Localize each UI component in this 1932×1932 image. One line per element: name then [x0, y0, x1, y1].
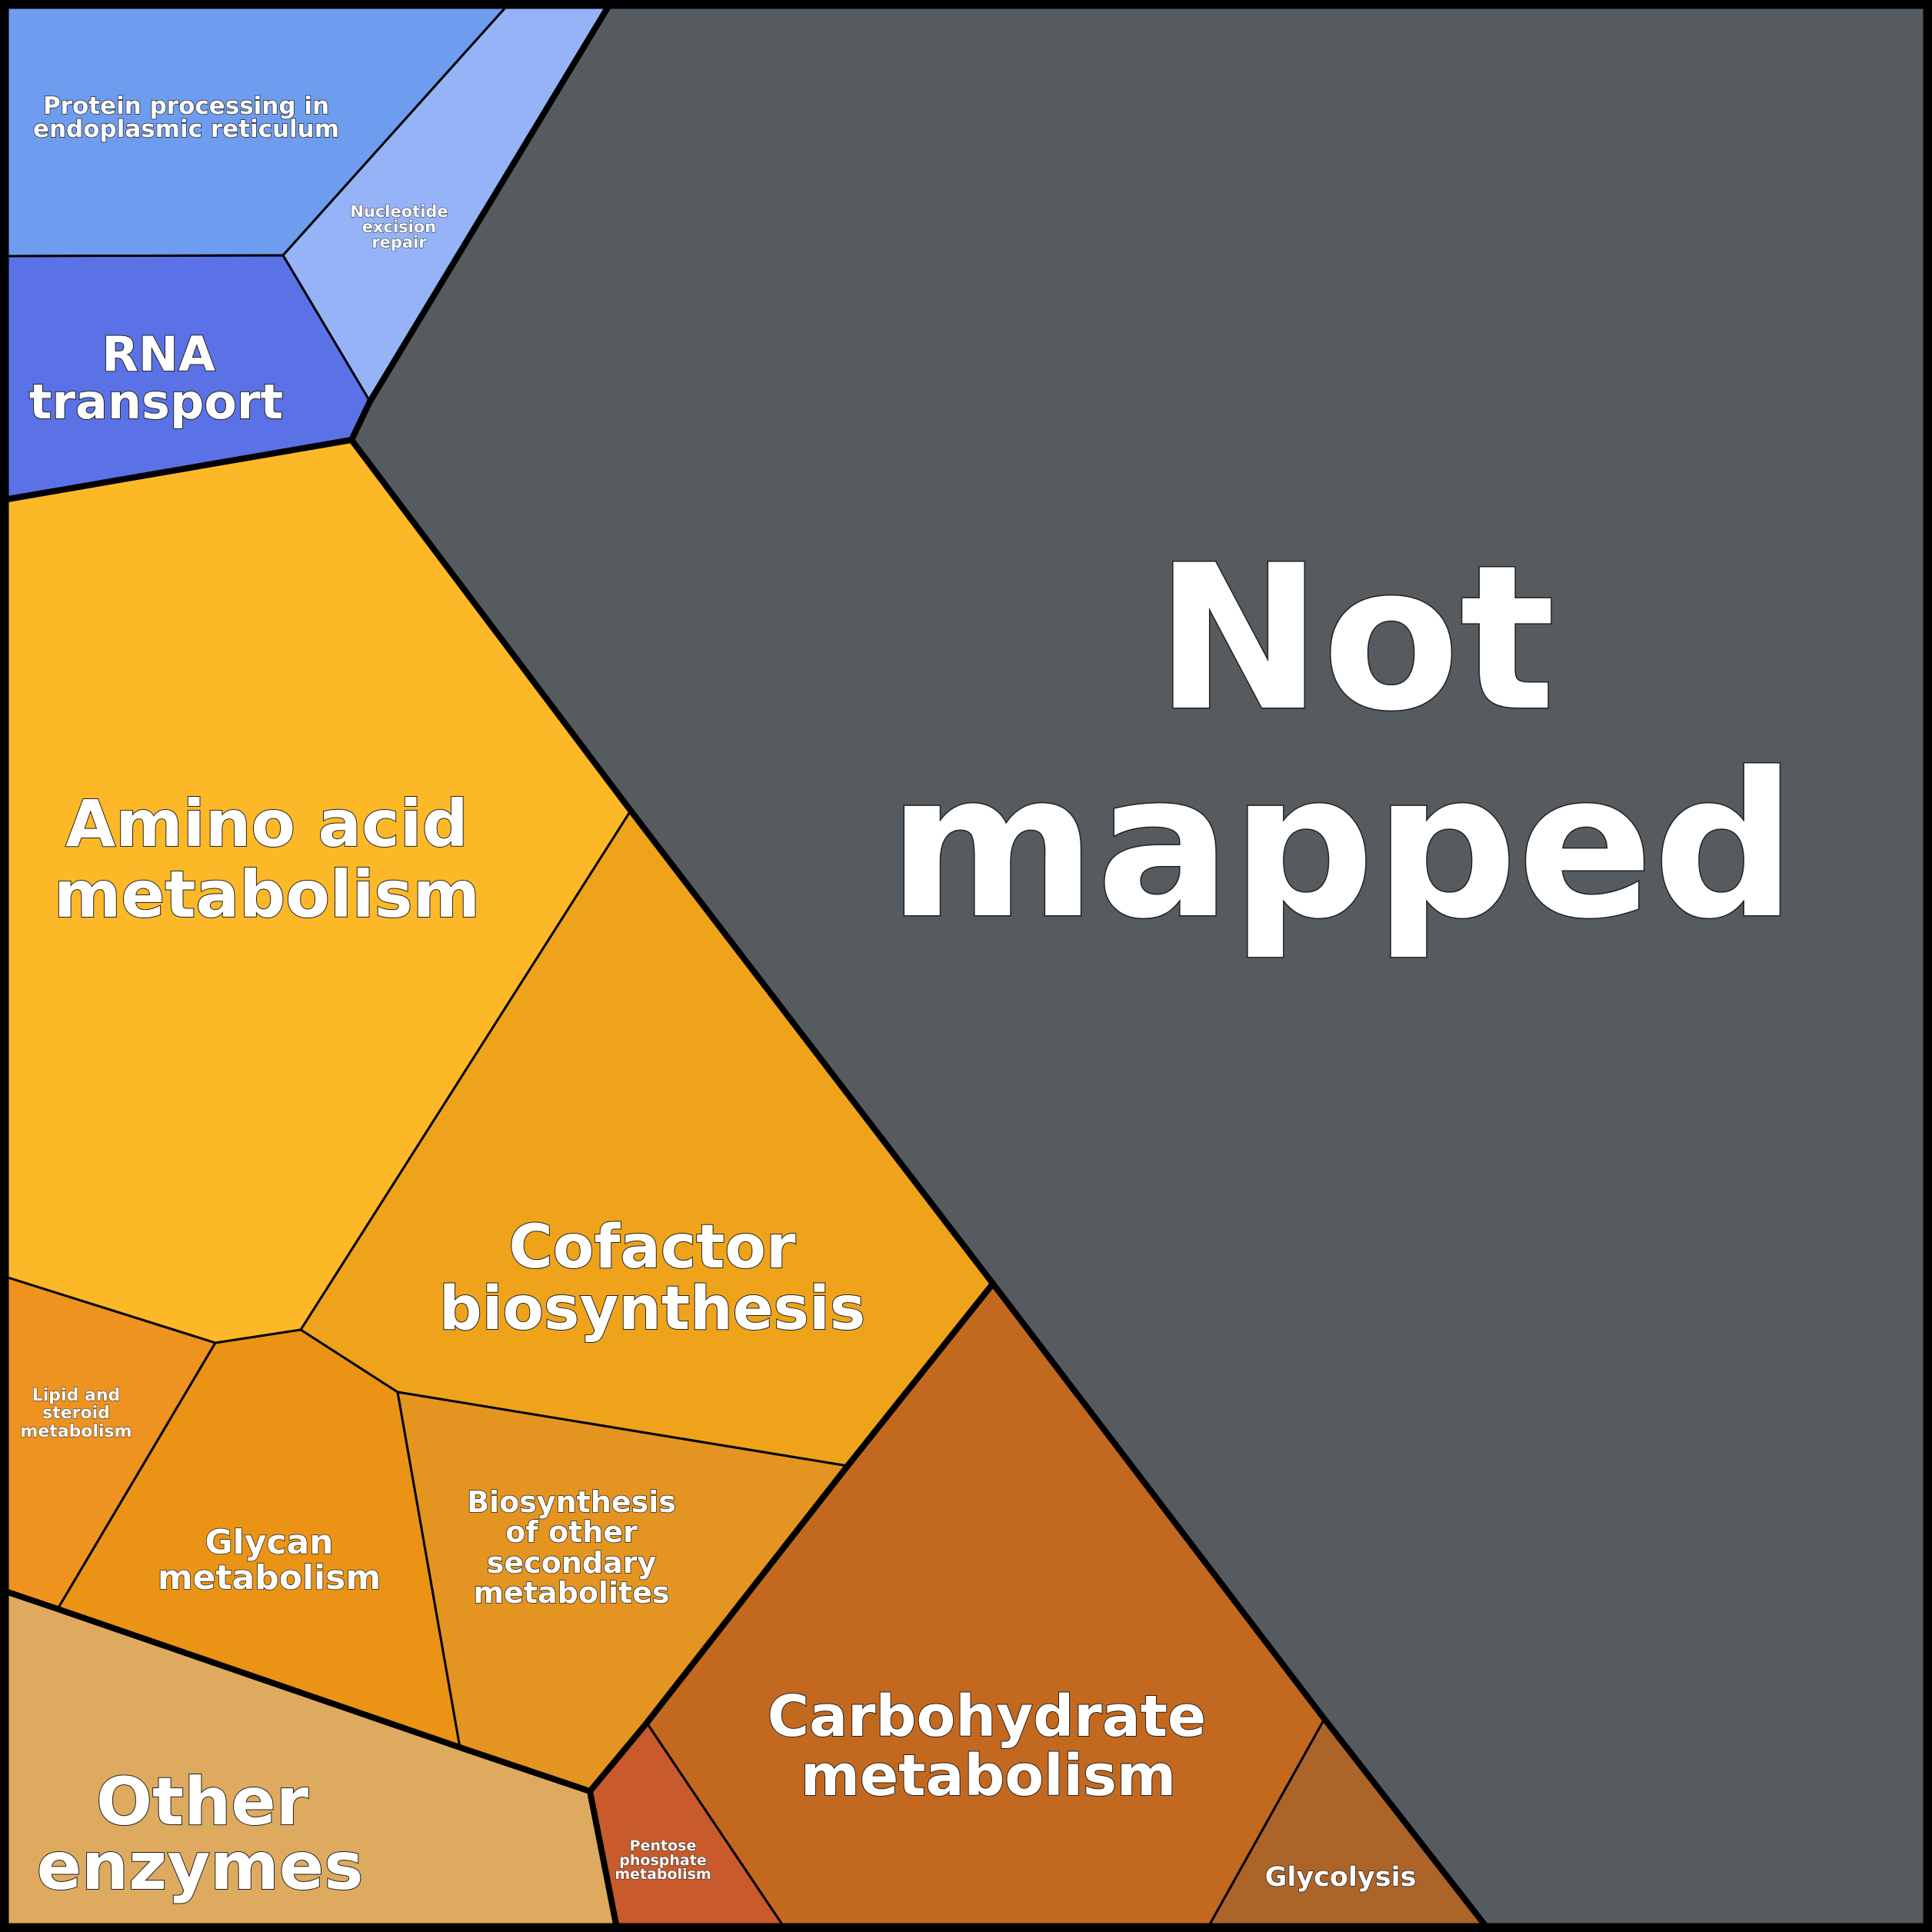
- label-line: Amino acid: [65, 786, 468, 861]
- label-line: transport: [29, 374, 283, 430]
- label-line: metabolism: [801, 1743, 1176, 1809]
- label-biosynthesis-secondary: Biosynthesis of other secondary metaboli…: [466, 1484, 676, 1611]
- label-nucleotide-excision-repair: Nucleotide excision repair: [350, 202, 448, 252]
- label-line: Glycolysis: [1265, 1862, 1417, 1893]
- label-line: Not: [1155, 523, 1556, 755]
- label-line: repair: [371, 233, 427, 251]
- label-line: Pentose: [630, 1837, 697, 1854]
- label-not-mapped: Not mapped: [887, 522, 1797, 964]
- label-line: of other: [505, 1515, 638, 1549]
- label-lipid-steroid-metabolism: Lipid and steroid metabolism: [20, 1386, 132, 1442]
- label-pentose-phosphate: Pentose phosphate metabolism: [615, 1837, 711, 1884]
- label-protein-processing: Protein processing in endoplasmic reticu…: [32, 92, 340, 144]
- label-line: Biosynthesis: [467, 1485, 676, 1519]
- label-rna-transport: RNA transport: [28, 325, 284, 431]
- label-line: excision: [362, 218, 437, 236]
- label-line: biosynthesis: [439, 1274, 865, 1344]
- label-line: endoplasmic reticulum: [33, 115, 339, 143]
- label-line: Nucleotide: [350, 202, 448, 221]
- label-line: metabolism: [158, 1558, 381, 1597]
- label-line: RNA: [102, 326, 215, 382]
- label-line: metabolism: [20, 1422, 132, 1441]
- label-amino-acid-metabolism: Amino acid metabolism: [53, 785, 481, 933]
- label-line: Other: [96, 1764, 309, 1840]
- label-line: metabolism: [54, 857, 480, 932]
- label-line: metabolites: [473, 1576, 669, 1610]
- label-line: phosphate: [619, 1852, 706, 1869]
- label-glycan-metabolism: Glycan metabolism: [157, 1522, 381, 1598]
- label-line: secondary: [487, 1546, 657, 1580]
- label-line: steroid: [42, 1404, 110, 1423]
- label-line: mapped: [888, 731, 1796, 963]
- label-line: metabolism: [615, 1866, 711, 1883]
- label-line: Glycan: [205, 1523, 334, 1562]
- label-line: Carbohydrate: [768, 1684, 1206, 1750]
- label-other-enzymes: Other enzymes: [36, 1763, 365, 1906]
- label-cofactor-biosynthesis: Cofactor biosynthesis: [438, 1212, 866, 1344]
- label-line: Lipid and: [32, 1386, 121, 1405]
- label-line: Protein processing in: [43, 92, 329, 120]
- label-glycolysis: Glycolysis: [1264, 1861, 1417, 1894]
- label-line: Cofactor: [509, 1213, 797, 1282]
- label-carbohydrate-metabolism: Carbohydrate metabolism: [767, 1683, 1207, 1810]
- label-line: enzymes: [37, 1828, 364, 1905]
- group-boundaries: [5, 5, 1487, 1927]
